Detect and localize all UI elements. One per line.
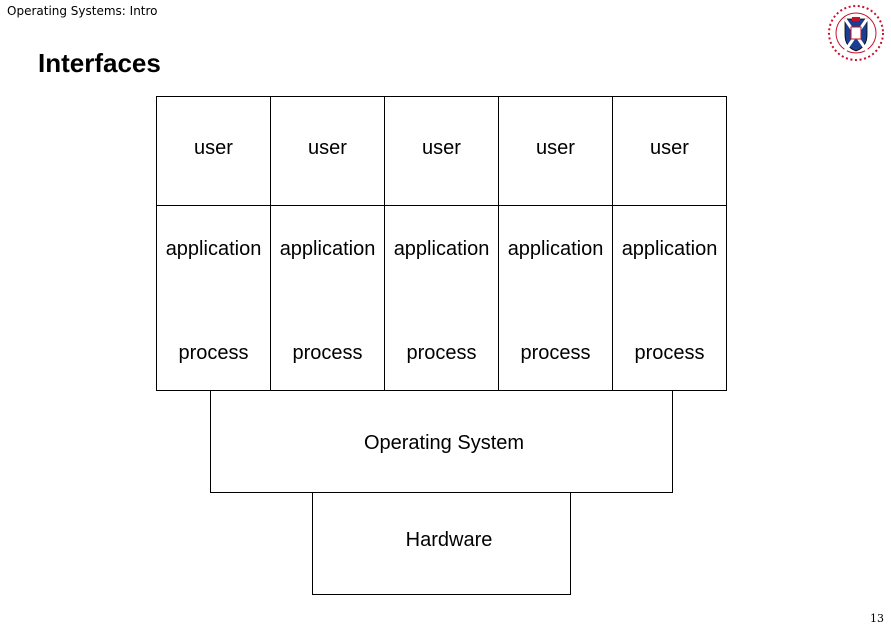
user-label: user [536,137,575,159]
application-label: application [165,238,262,260]
slide-title: Interfaces [38,48,161,78]
application-process-box [612,205,727,391]
application-process-box [498,205,613,391]
hardware-box [312,492,571,595]
process-label: process [292,342,363,364]
user-label: user [194,137,233,159]
os-label: Operating System [363,432,525,454]
user-label: user [308,137,347,159]
application-label: application [393,238,490,260]
user-box [384,96,499,206]
process-label: process [406,342,477,364]
user-box [612,96,727,206]
hardware-label: Hardware [405,529,493,551]
application-label: application [621,238,718,260]
course-header: Operating Systems: Intro [7,4,158,18]
process-label: process [634,342,705,364]
user-box [270,96,385,206]
application-process-box [156,205,271,391]
process-label: process [178,342,249,364]
application-label: application [507,238,604,260]
user-label: user [650,137,689,159]
user-box [156,96,271,206]
application-process-box [270,205,385,391]
university-crest-icon [828,5,884,61]
process-label: process [520,342,591,364]
page-number: 13 [870,612,884,625]
user-label: user [422,137,461,159]
user-box [498,96,613,206]
application-label: application [279,238,376,260]
